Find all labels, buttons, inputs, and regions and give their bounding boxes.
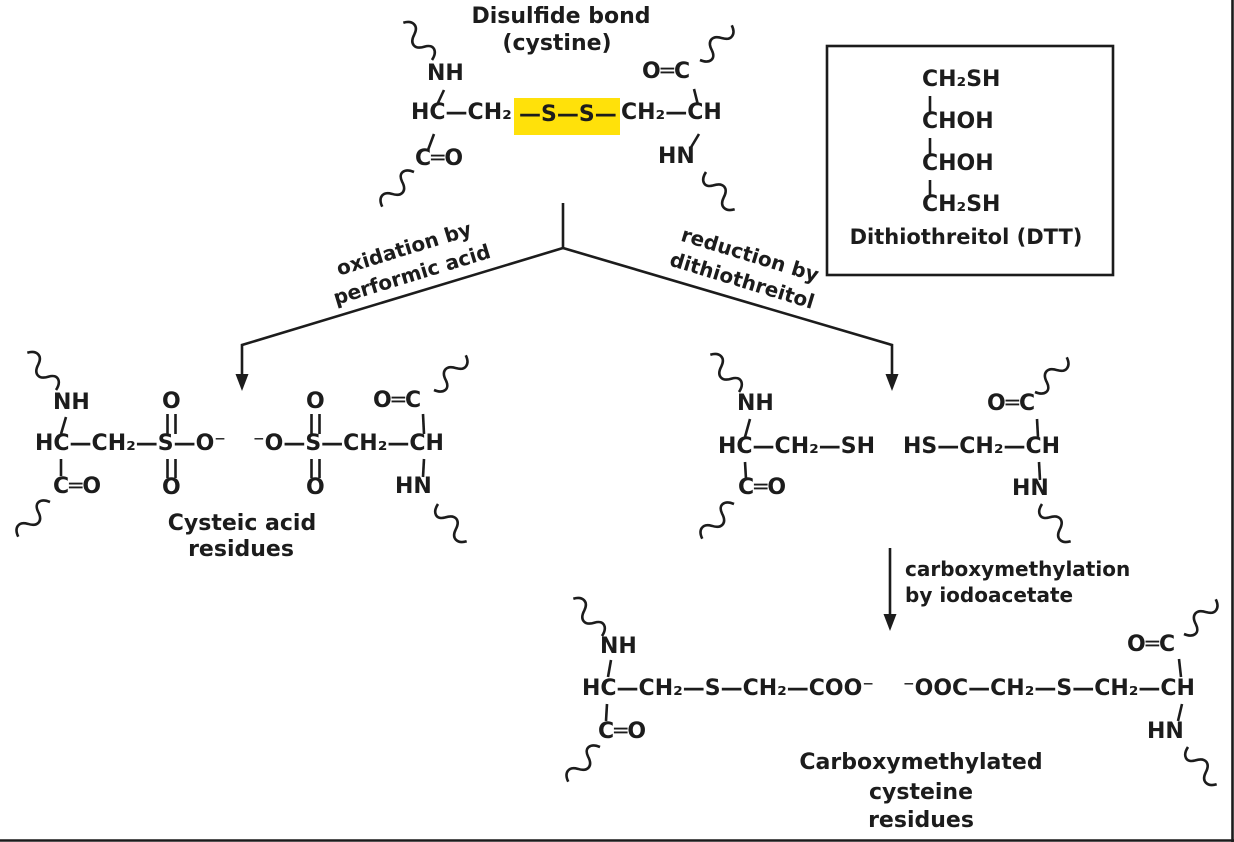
cystine-ss-bond: —S—S— bbox=[519, 102, 617, 127]
dtt-formula-row: CH₂SH bbox=[922, 192, 1001, 217]
dtt-box-frame bbox=[825, 44, 1115, 277]
cysteic-a-carbonyl: C═O bbox=[53, 474, 102, 499]
carboxymethylation-arrowhead bbox=[883, 614, 897, 631]
bond bbox=[688, 133, 701, 150]
dtt-formula-row: CH₂SH bbox=[922, 67, 1001, 92]
bond bbox=[692, 88, 700, 106]
cysteic-b-chain: ⁻O—S—CH₂—CH bbox=[253, 431, 444, 456]
cysteine-b-carbonyl: O═C bbox=[987, 391, 1036, 416]
cysteic-a-nh-label: NH bbox=[53, 390, 90, 415]
cysteic-b-carbonyl: O═C bbox=[373, 388, 422, 413]
carboxymethylated-b-hn-label: HN bbox=[1147, 719, 1184, 744]
bond bbox=[606, 659, 613, 678]
carboxymethylated-label-line1: Carboxymethylated bbox=[799, 750, 1043, 775]
cysteine-a-carbonyl: C═O bbox=[738, 475, 787, 500]
cystine-carbonyl-right: O═C bbox=[642, 59, 691, 84]
cystine-carbonyl-left: C═O bbox=[415, 146, 464, 171]
bond bbox=[421, 413, 426, 435]
cysteic-acid-label-line2: residues bbox=[188, 537, 294, 562]
cysteic-a-oxygen-top: O bbox=[162, 389, 181, 414]
cystine-hn-label: HN bbox=[658, 144, 695, 169]
cysteine-a-chain: HC—CH₂—SH bbox=[718, 434, 876, 459]
bond bbox=[1177, 658, 1183, 678]
dtt-box-label: Dithiothreitol (DTT) bbox=[849, 225, 1083, 249]
carboxymethylated-a-carbonyl: C═O bbox=[598, 719, 647, 744]
cystine-chain-right: CH₂—CH bbox=[621, 100, 722, 125]
bond bbox=[421, 458, 426, 478]
dtt-formula-row: CHOH bbox=[922, 109, 994, 134]
bond bbox=[435, 89, 446, 106]
figure-title-line2: (cystine) bbox=[502, 31, 612, 56]
oxidation-arrow-line bbox=[240, 246, 564, 386]
cysteine-b-chain: HS—CH₂—CH bbox=[903, 434, 1061, 459]
figure-title-line1: Disulfide bond bbox=[471, 4, 651, 29]
bond bbox=[1176, 703, 1184, 722]
carboxymethylation-label-line2: by iodoacetate bbox=[905, 583, 1074, 607]
cysteic-b-oxygen-bottom: O bbox=[306, 475, 325, 500]
carboxymethylated-label-line2: cysteine bbox=[868, 780, 974, 805]
cystine-nh-label: NH bbox=[427, 61, 464, 86]
oxidation-arrowhead bbox=[235, 374, 249, 391]
cysteine-a-nh-label: NH bbox=[737, 391, 774, 416]
dtt-formula-row: CHOH bbox=[922, 151, 994, 176]
reduction-arrow-line bbox=[562, 246, 894, 386]
bond bbox=[743, 418, 752, 438]
bond bbox=[1035, 418, 1040, 438]
cysteic-b-oxygen-top: O bbox=[306, 389, 325, 414]
cysteine-b-hn-label: HN bbox=[1012, 476, 1049, 501]
bond bbox=[59, 416, 68, 435]
cysteic-acid-label-line1: Cysteic acid bbox=[167, 511, 317, 536]
carboxymethylated-b-carbonyl: O═C bbox=[1127, 632, 1176, 657]
bond bbox=[426, 133, 436, 151]
carboxymethylated-label-line3: residues bbox=[868, 808, 974, 833]
reduction-arrowhead bbox=[885, 374, 899, 391]
carboxymethylated-a-chain: HC—CH₂—S—CH₂—COO⁻ bbox=[582, 676, 874, 701]
cysteic-a-oxygen-bottom: O bbox=[162, 475, 181, 500]
bond bbox=[1037, 461, 1042, 481]
chain-squiggles bbox=[15, 20, 1219, 787]
bond bbox=[604, 703, 609, 722]
bond bbox=[743, 461, 748, 480]
carboxymethylated-a-nh-label: NH bbox=[600, 634, 637, 659]
ss-bond-highlight bbox=[514, 98, 620, 135]
carboxymethylated-b-chain: ⁻OOC—CH₂—S—CH₂—CH bbox=[903, 676, 1195, 701]
carboxymethylation-label-line1: carboxymethylation bbox=[905, 557, 1131, 581]
cysteic-a-chain: HC—CH₂—S—O⁻ bbox=[35, 431, 226, 456]
cystine-chain-left: HC—CH₂ bbox=[411, 100, 512, 125]
cysteic-b-hn-label: HN bbox=[395, 474, 432, 499]
